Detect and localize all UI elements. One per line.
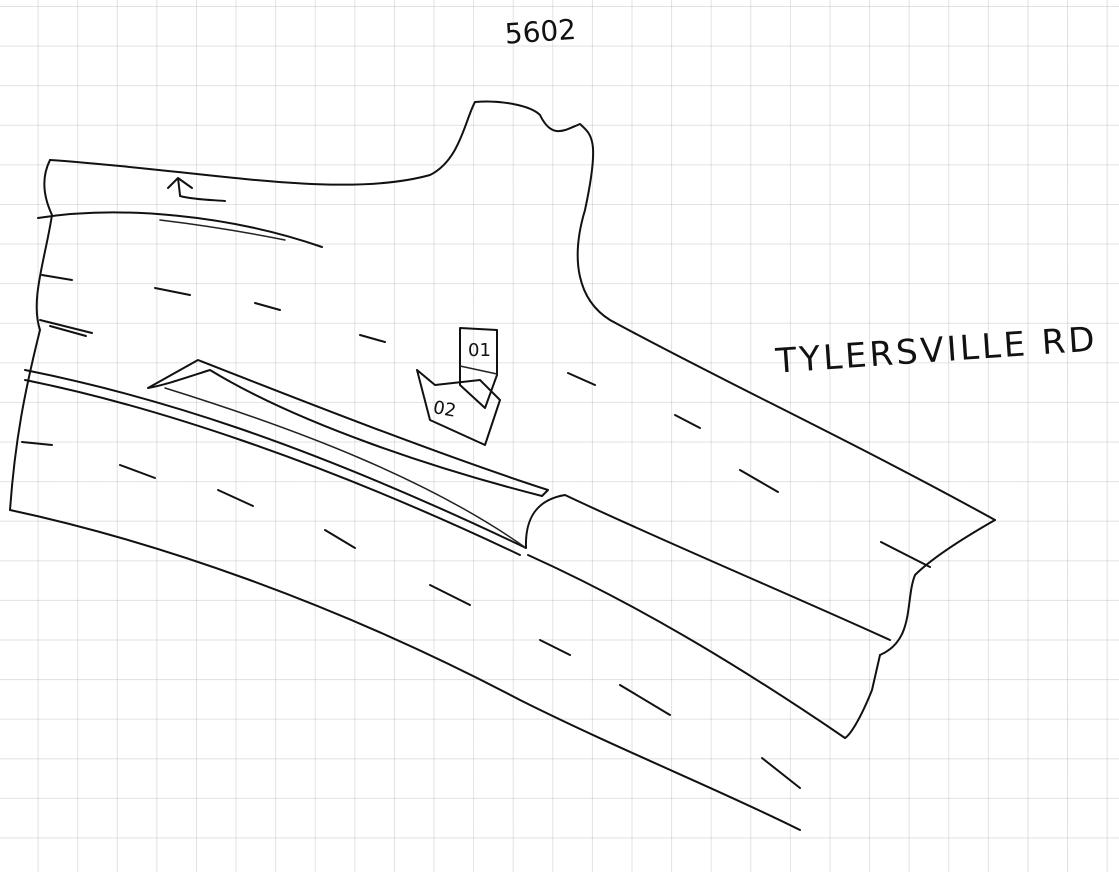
median-bottom-line xyxy=(24,379,521,556)
lane-line-lower-2 xyxy=(844,654,881,739)
vehicle-01: 01 xyxy=(459,327,498,409)
island-outline xyxy=(147,359,549,497)
lane-line-lower xyxy=(527,554,846,739)
vehicle-02: 02 xyxy=(416,369,501,446)
island-end xyxy=(524,494,891,641)
road-name-label: TYLERSVILLE RD xyxy=(773,319,1098,381)
road-north-edge xyxy=(49,100,996,521)
lane-line-upper xyxy=(37,211,323,248)
vehicle-01-label: 01 xyxy=(468,340,491,361)
lane-line-upper-double xyxy=(159,219,286,241)
island-inner xyxy=(164,387,527,549)
road-east-edge xyxy=(879,519,996,656)
turn-arrow-icon xyxy=(167,177,226,202)
address-number-label: 5602 xyxy=(504,13,577,51)
road-south-edge xyxy=(9,509,801,831)
lane-dashes xyxy=(21,274,931,789)
vehicle-02-label: 02 xyxy=(431,397,457,422)
road-west-edge xyxy=(9,159,53,511)
median-top-line xyxy=(24,369,527,549)
